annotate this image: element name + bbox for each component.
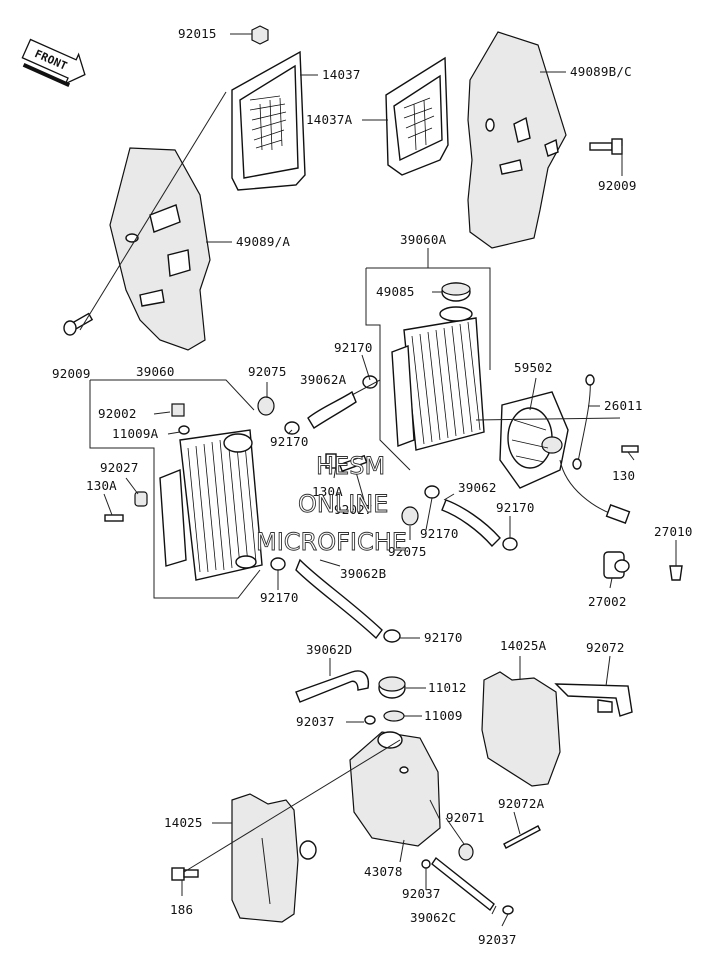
label-49089bc: 49089B/C (570, 64, 632, 79)
label-92037-c: 92037 (478, 932, 517, 947)
label-39062b: 39062B (340, 566, 386, 581)
leader-lines (79, 33, 677, 927)
bracket-92072 (554, 683, 633, 717)
label-14025a: 14025A (500, 638, 547, 653)
label-11009: 11009 (424, 708, 463, 723)
label-14037: 14037 (322, 67, 361, 82)
label-39062d: 39062D (306, 642, 352, 657)
front-arrow-icon: FRONT (21, 38, 86, 88)
label-43078: 43078 (364, 864, 403, 879)
radiator-right (391, 306, 485, 451)
label-92170-b: 92170 (270, 434, 309, 449)
nut-92015 (251, 25, 269, 45)
label-92009-left: 92009 (52, 366, 91, 381)
radiator-left (159, 429, 263, 581)
watermark-line-1: HESM (316, 452, 385, 480)
label-130a-b: 130A (312, 484, 343, 499)
radiator-cap-49085 (441, 282, 471, 302)
hose-clamps (270, 375, 518, 643)
label-11012: 11012 (428, 680, 467, 695)
label-92009-right: 92009 (598, 178, 637, 193)
cover-14025a (481, 671, 561, 787)
label-92002: 92002 (98, 406, 137, 421)
hose-39062a (307, 390, 357, 429)
label-39060: 39060 (136, 364, 175, 379)
watermark-line-3: MICROFICHE (256, 528, 407, 556)
label-11009a: 11009A (112, 426, 159, 441)
label-92072a: 92072A (498, 796, 545, 811)
gasket-11009 (383, 710, 405, 722)
label-92170-a: 92170 (334, 340, 373, 355)
label-92027-b: 92027 (334, 502, 373, 517)
label-92170-d: 92170 (420, 526, 459, 541)
watermark: HESM ONLINE MICROFICHE (256, 452, 408, 557)
fitting-27002 (603, 551, 630, 579)
group-box-39060a (365, 267, 491, 471)
label-92037-b: 92037 (402, 886, 441, 901)
label-92027-a: 92027 (100, 460, 139, 475)
label-92170-e: 92170 (260, 590, 299, 605)
grommet-92071 (458, 843, 474, 861)
label-92170-c: 92170 (496, 500, 535, 515)
radiator-left-plug (171, 403, 190, 435)
hose-39062c (431, 856, 495, 912)
label-27010: 27010 (654, 524, 693, 539)
label-14025: 14025 (164, 815, 203, 830)
label-14037a: 14037A (306, 112, 353, 127)
bolt-92009-right (589, 138, 623, 155)
grommet-92075-top (257, 396, 275, 416)
group-box-39060 (89, 379, 261, 599)
label-26011: 26011 (604, 398, 643, 413)
part-labels: 92015 14037 49089B/C 14037A 92009 49089/… (52, 26, 693, 947)
band-92072a (503, 825, 541, 849)
label-92170-f: 92170 (424, 630, 463, 645)
clip-92037-bottom (502, 905, 514, 915)
label-92075-a: 92075 (248, 364, 287, 379)
clip-92037-top (364, 715, 376, 725)
temperature-switch-27010 (669, 565, 683, 581)
clip-92037-mid (421, 859, 431, 869)
label-49089a: 49089/A (236, 234, 290, 249)
label-92037-a: 92037 (296, 714, 335, 729)
radiator-left-grommet (104, 491, 148, 522)
bolt-186 (171, 867, 199, 881)
watermark-line-2: ONLINE (298, 490, 388, 518)
label-186: 186 (170, 902, 193, 917)
reservoir-tank-43078 (349, 731, 441, 847)
shroud-left (109, 147, 211, 351)
reservoir-cover-14025 (231, 793, 317, 923)
label-39062c: 39062C (410, 910, 456, 925)
radiator-guard-right (385, 56, 449, 176)
label-92071: 92071 (446, 810, 485, 825)
label-92072: 92072 (586, 640, 625, 655)
shroud-right (467, 31, 567, 249)
hose-39062b (295, 558, 383, 640)
reservoir-cap-11012 (378, 676, 406, 699)
cooling-fan (499, 391, 569, 489)
label-39062a: 39062A (300, 372, 347, 387)
label-39060a: 39060A (400, 232, 447, 247)
label-130a-a: 130A (86, 478, 117, 493)
hose-39062d (295, 670, 370, 703)
label-49085: 49085 (376, 284, 415, 299)
label-59502: 59502 (514, 360, 553, 375)
label-92075-b: 92075 (388, 544, 427, 559)
fan-wire-26011 (559, 374, 631, 524)
radiator-guard-left (231, 50, 306, 191)
label-92015: 92015 (178, 26, 217, 41)
label-27002: 27002 (588, 594, 627, 609)
label-39062: 39062 (458, 480, 497, 495)
bolt-130a-center (325, 453, 368, 473)
hose-39062 (441, 499, 501, 548)
bolt-130 (621, 445, 639, 453)
label-130: 130 (612, 468, 635, 483)
